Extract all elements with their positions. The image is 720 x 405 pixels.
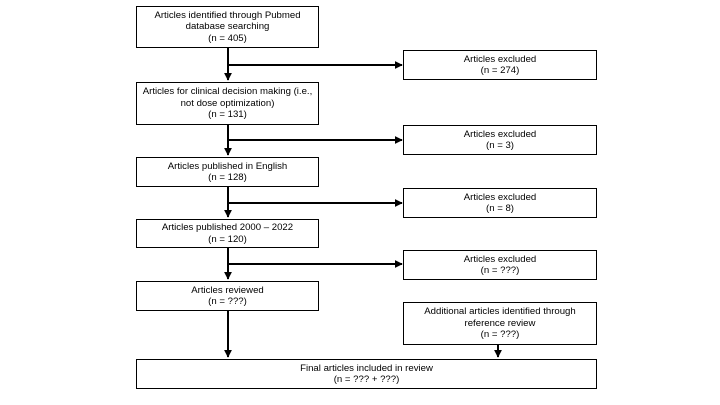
box-final: Final articles included in review (n = ?… xyxy=(136,359,597,389)
box-excluded-1-label: Articles excluded xyxy=(463,53,537,65)
box-clinical: Articles for clinical decision making (i… xyxy=(136,82,319,125)
box-identified-count: (n = 405) xyxy=(208,32,247,44)
box-additional: Additional articles identified through r… xyxy=(403,302,597,345)
box-additional-line-1: Additional articles identified through xyxy=(424,306,576,318)
box-excluded-2: Articles excluded (n = 3) xyxy=(403,125,597,155)
box-excluded-4: Articles excluded (n = ???) xyxy=(403,250,597,280)
box-excluded-3-count: (n = 8) xyxy=(486,203,514,214)
box-final-count: (n = ??? + ???) xyxy=(333,374,400,385)
box-identified-line-2: database searching xyxy=(185,21,270,33)
box-english-line-1: Articles published in English xyxy=(167,160,288,172)
box-years: Articles published 2000 – 2022 (n = 120) xyxy=(136,219,319,248)
box-english: Articles published in English (n = 128) xyxy=(136,157,319,187)
box-reviewed-count: (n = ???) xyxy=(208,296,247,307)
box-clinical-line-2: not dose optimization) xyxy=(180,97,275,109)
box-additional-line-2: reference review xyxy=(464,317,536,329)
box-identified: Articles identified through Pubmed datab… xyxy=(136,6,319,48)
box-final-line-1: Final articles included in review xyxy=(300,362,433,374)
box-excluded-4-label: Articles excluded xyxy=(463,253,537,265)
box-excluded-1: Articles excluded (n = 274) xyxy=(403,50,597,80)
box-excluded-1-count: (n = 274) xyxy=(480,65,520,76)
box-clinical-count: (n = 131) xyxy=(208,109,247,121)
box-years-count: (n = 120) xyxy=(208,233,247,245)
box-identified-line-1: Articles identified through Pubmed xyxy=(154,9,301,21)
box-additional-count: (n = ???) xyxy=(480,329,520,341)
box-years-line-1: Articles published 2000 – 2022 xyxy=(161,222,294,233)
box-excluded-2-label: Articles excluded xyxy=(463,128,537,140)
box-excluded-3: Articles excluded (n = 8) xyxy=(403,188,597,218)
box-excluded-2-count: (n = 3) xyxy=(486,140,514,151)
box-clinical-line-1: Articles for clinical decision making (i… xyxy=(142,86,313,98)
box-excluded-3-label: Articles excluded xyxy=(463,191,537,203)
box-reviewed-line-1: Articles reviewed xyxy=(191,284,264,296)
box-english-count: (n = 128) xyxy=(208,172,247,183)
box-excluded-4-count: (n = ???) xyxy=(480,265,520,276)
box-reviewed: Articles reviewed (n = ???) xyxy=(136,281,319,311)
